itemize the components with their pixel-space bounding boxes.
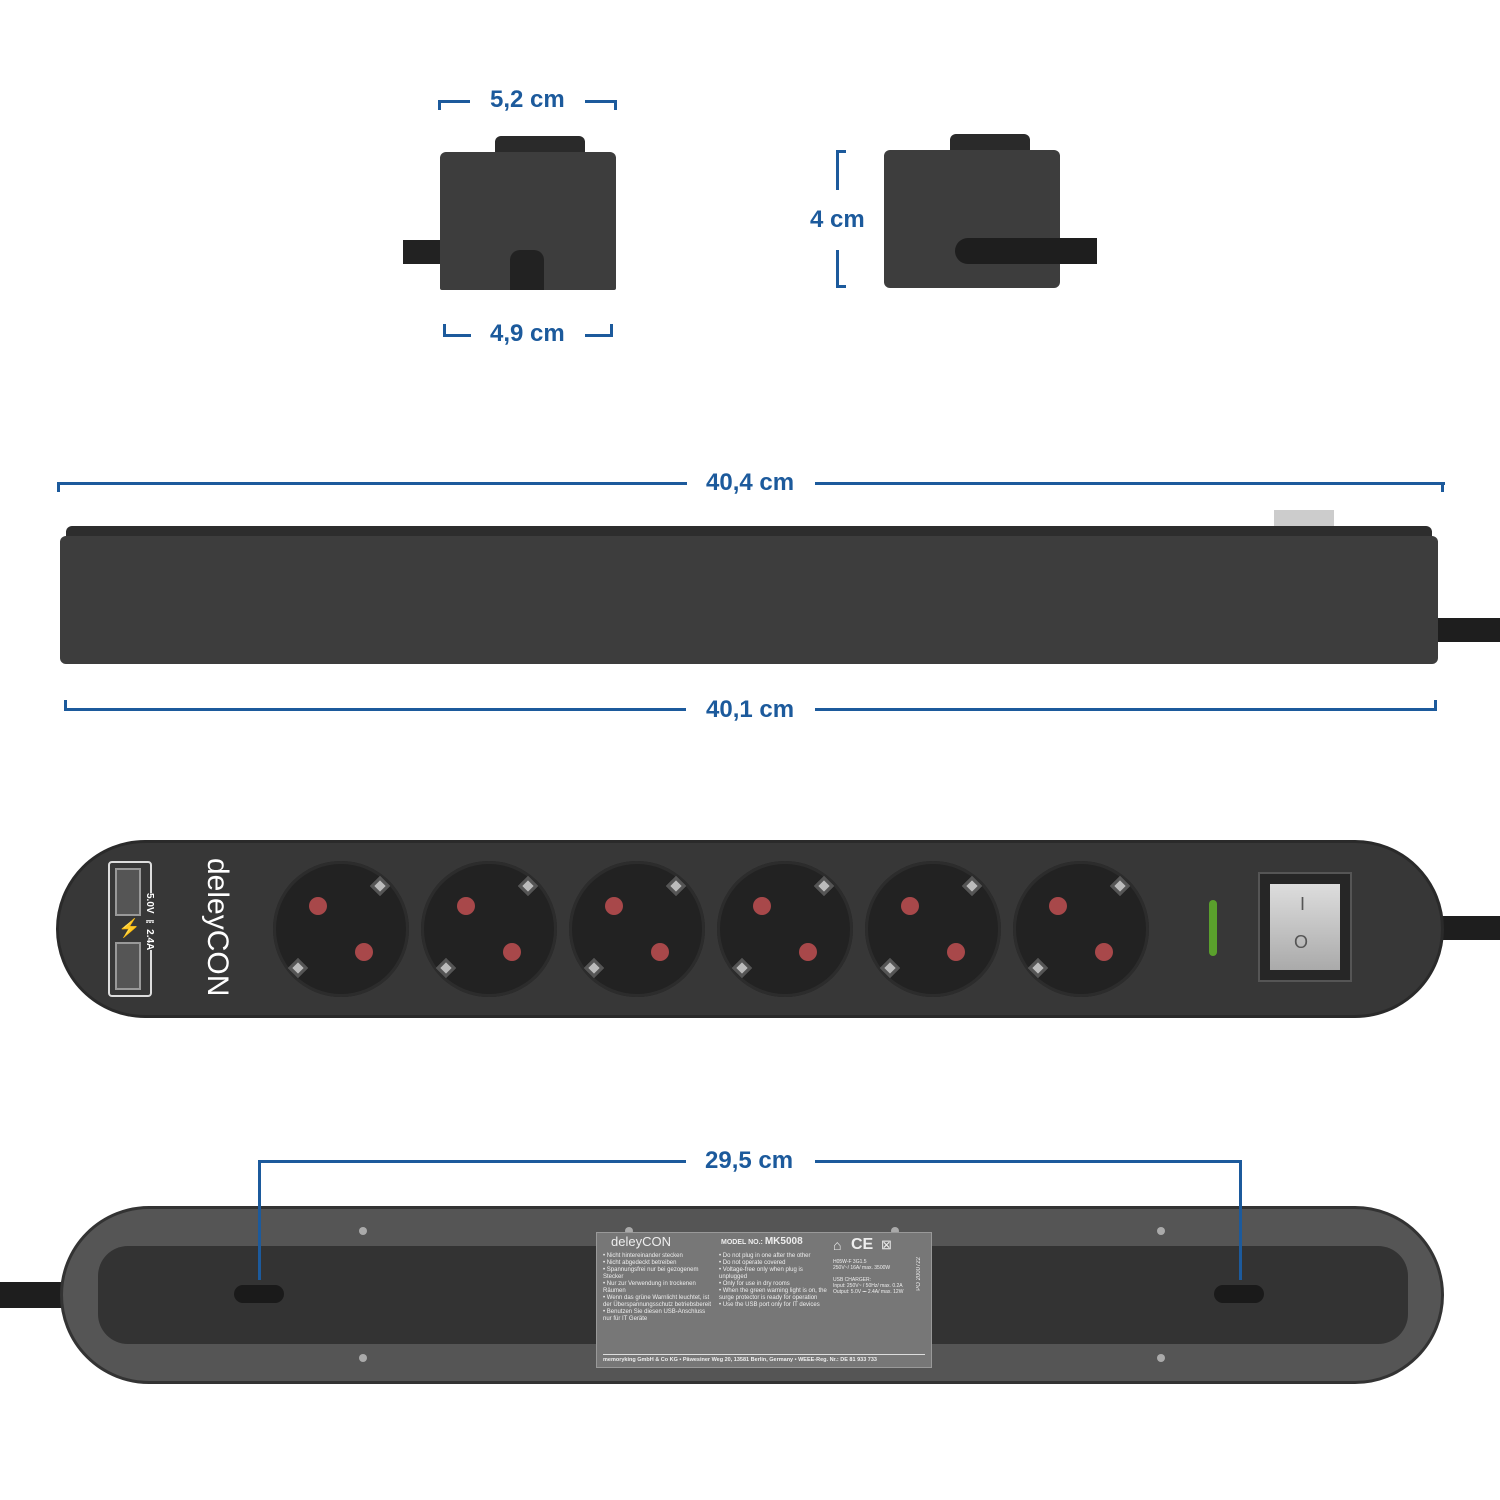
- label-brand: deleyCON: [611, 1234, 671, 1249]
- socket-pin: [309, 897, 327, 915]
- label-note: • Nur zur Verwendung in trockenen Räumen: [603, 1281, 696, 1294]
- bottom-width-label: 4,9 cm: [486, 320, 569, 348]
- socket-pin: [605, 897, 623, 915]
- cable-notch: [510, 250, 544, 290]
- power-switch[interactable]: I O: [1258, 872, 1352, 982]
- label-rating: 250V~/ 16A/ max. 3500W: [833, 1265, 891, 1271]
- label-note: • Do not operate covered: [719, 1260, 786, 1266]
- label-model: MK5008: [764, 1236, 803, 1247]
- socket-3[interactable]: [569, 861, 705, 997]
- bottom-length-label: 40,1 cm: [702, 696, 799, 724]
- label-note: • Benutzen Sie diesen USB-Anschluss nur …: [603, 1309, 706, 1322]
- ground-clip: [288, 958, 308, 978]
- label-note: • Spannungsfrei nur bei gezogenem Stecke…: [603, 1267, 699, 1280]
- socket-4[interactable]: [717, 861, 853, 997]
- socket-pin: [651, 943, 669, 961]
- socket-6[interactable]: [1013, 861, 1149, 997]
- socket-pin: [503, 943, 521, 961]
- brand-logo: deleyCON: [201, 858, 234, 997]
- ce-mark: CE: [851, 1236, 874, 1253]
- ground-clip: [880, 958, 900, 978]
- usb-port-1[interactable]: [115, 868, 141, 916]
- label-note: • Only for use in dry rooms: [719, 1281, 790, 1287]
- socket-pin: [1095, 943, 1113, 961]
- ground-clip: [732, 958, 752, 978]
- label-model-prefix: MODEL NO.:: [721, 1239, 763, 1246]
- lightning-icon: ⚡: [118, 918, 141, 938]
- house-icon: ⌂: [833, 1237, 842, 1253]
- label-cable: H05W-F 3G1.5: [833, 1259, 867, 1265]
- product-label: deleyCON MODEL NO.: MK5008 • Nicht hinte…: [596, 1232, 932, 1368]
- label-usb-title: USB CHARGER:: [833, 1277, 872, 1283]
- ground-clip: [436, 958, 456, 978]
- socket-pin: [355, 943, 373, 961]
- usb-port-2[interactable]: [115, 942, 141, 990]
- socket-pin: [799, 943, 817, 961]
- socket-pin: [753, 897, 771, 915]
- ground-clip: [518, 876, 538, 896]
- label-po: PO 2000722: [916, 1257, 922, 1291]
- mount-spacing-label: 29,5 cm: [701, 1147, 798, 1175]
- socket-pin: [1049, 897, 1067, 915]
- ground-clip: [814, 876, 834, 896]
- strip-side-body: [60, 536, 1438, 664]
- socket-pin: [457, 897, 475, 915]
- power-indicator-light: [1209, 900, 1217, 956]
- label-note: • When the green warning light is on, th…: [719, 1288, 827, 1301]
- height-label: 4 cm: [806, 206, 869, 234]
- top-width-label: 5,2 cm: [486, 86, 569, 114]
- switch-on-mark: I: [1300, 894, 1306, 914]
- switch-off-mark: O: [1294, 932, 1309, 952]
- socket-2[interactable]: [421, 861, 557, 997]
- ground-clip: [962, 876, 982, 896]
- label-footer: memoryking GmbH & Co KG • Päwesiner Weg …: [603, 1354, 925, 1364]
- ground-clip: [1028, 958, 1048, 978]
- label-note: • Voltage-free only when plug is unplugg…: [719, 1267, 803, 1280]
- label-note: • Wenn das grüne Warnlicht leuchtet, ist…: [603, 1295, 712, 1308]
- socket-pin: [947, 943, 965, 961]
- label-usb-output: Output: 5.0V ⎓ 2.4A/ max. 12W: [833, 1289, 904, 1295]
- mount-hole-right: [1214, 1285, 1264, 1303]
- ground-clip: [1110, 876, 1130, 896]
- socket-1[interactable]: [273, 861, 409, 997]
- ground-clip: [370, 876, 390, 896]
- top-length-label: 40,4 cm: [702, 469, 799, 497]
- label-note: • Nicht hintereinander stecken: [603, 1253, 683, 1259]
- socket-5[interactable]: [865, 861, 1001, 997]
- label-note: • Nicht abgedeckt betreiben: [603, 1260, 677, 1266]
- switch-side: [1274, 510, 1334, 526]
- usb-rating: 5.0V ⎓ 2.4A: [143, 893, 155, 951]
- label-note: • Use the USB port only for IT devices: [719, 1302, 820, 1308]
- ground-clip: [666, 876, 686, 896]
- label-note: • Do not plug in one after the other: [719, 1253, 811, 1259]
- socket-pin: [901, 897, 919, 915]
- label-usb-input: Input: 250V~ / 50Hz/ max. 0.2A: [833, 1283, 903, 1289]
- ground-clip: [584, 958, 604, 978]
- cable: [955, 238, 1097, 264]
- mount-hole-left: [234, 1285, 284, 1303]
- weee-bin-icon: ⊠: [881, 1237, 892, 1252]
